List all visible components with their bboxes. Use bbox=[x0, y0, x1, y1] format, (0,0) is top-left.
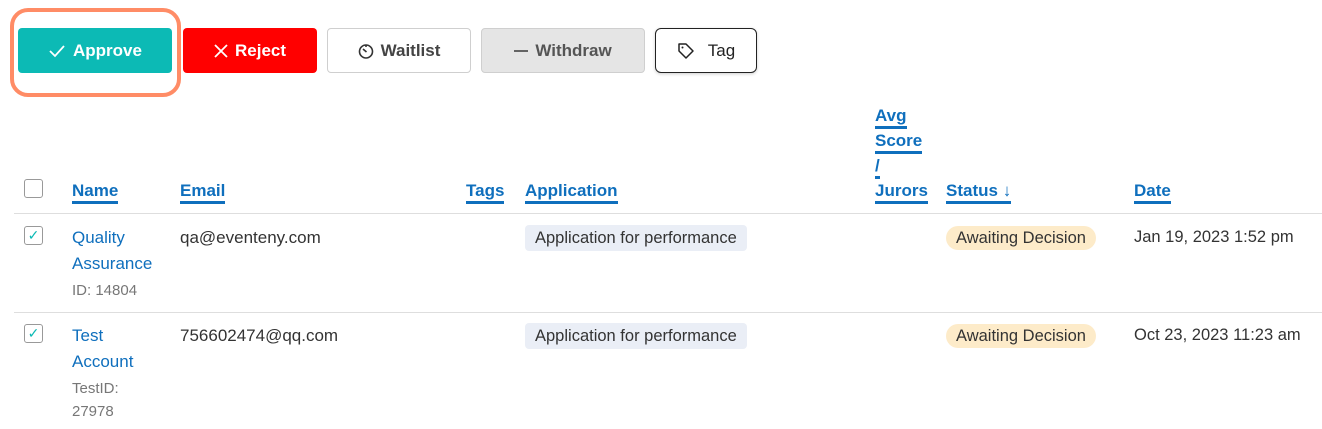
status-badge: Awaiting Decision bbox=[946, 226, 1096, 250]
header-date[interactable]: Date bbox=[1134, 178, 1171, 204]
date-cell: Jan 19, 2023 1:52 pm bbox=[1134, 228, 1294, 246]
application-chip: Application for performance bbox=[525, 225, 747, 251]
waitlist-label: Waitlist bbox=[380, 40, 441, 60]
select-all-checkbox[interactable] bbox=[24, 179, 43, 198]
sort-down-icon: ↓ bbox=[1002, 181, 1012, 200]
date-cell: Oct 23, 2023 11:23 am bbox=[1134, 326, 1301, 344]
header-status[interactable]: Status ↓ bbox=[946, 178, 1012, 204]
row-checkbox[interactable]: ✓ bbox=[24, 226, 43, 245]
email-cell: qa@eventeny.com bbox=[180, 228, 321, 247]
applicant-id: TestID:27978 bbox=[72, 380, 119, 420]
row-checkbox[interactable]: ✓ bbox=[24, 324, 43, 343]
row-divider bbox=[14, 312, 1322, 313]
header-avg-score-jurors[interactable]: Avg Score / Jurors bbox=[875, 103, 928, 204]
reject-label: Reject bbox=[234, 40, 287, 60]
applicant-id: ID: 14804 bbox=[72, 282, 138, 299]
check-icon bbox=[48, 44, 66, 58]
approve-label: Approve bbox=[73, 40, 142, 60]
reject-button[interactable]: Reject bbox=[183, 28, 317, 73]
withdraw-label: Withdraw bbox=[535, 40, 612, 60]
withdraw-button[interactable]: Withdraw bbox=[481, 28, 645, 73]
header-name[interactable]: Name bbox=[72, 178, 119, 204]
approve-button[interactable]: Approve bbox=[18, 28, 172, 73]
minus-icon bbox=[514, 49, 529, 53]
timer-icon bbox=[358, 43, 374, 59]
header-divider bbox=[14, 213, 1322, 214]
status-badge: Awaiting Decision bbox=[946, 324, 1096, 348]
application-chip: Application for performance bbox=[525, 323, 747, 349]
tag-icon bbox=[677, 42, 695, 60]
header-tags[interactable]: Tags bbox=[466, 178, 505, 204]
header-email[interactable]: Email bbox=[180, 178, 226, 204]
tag-button[interactable]: Tag bbox=[655, 28, 757, 73]
x-icon bbox=[214, 43, 228, 58]
waitlist-button[interactable]: Waitlist bbox=[327, 28, 471, 73]
tag-label: Tag bbox=[707, 40, 736, 60]
header-application[interactable]: Application bbox=[525, 178, 618, 204]
email-cell: 756602474@qq.com bbox=[180, 326, 339, 345]
